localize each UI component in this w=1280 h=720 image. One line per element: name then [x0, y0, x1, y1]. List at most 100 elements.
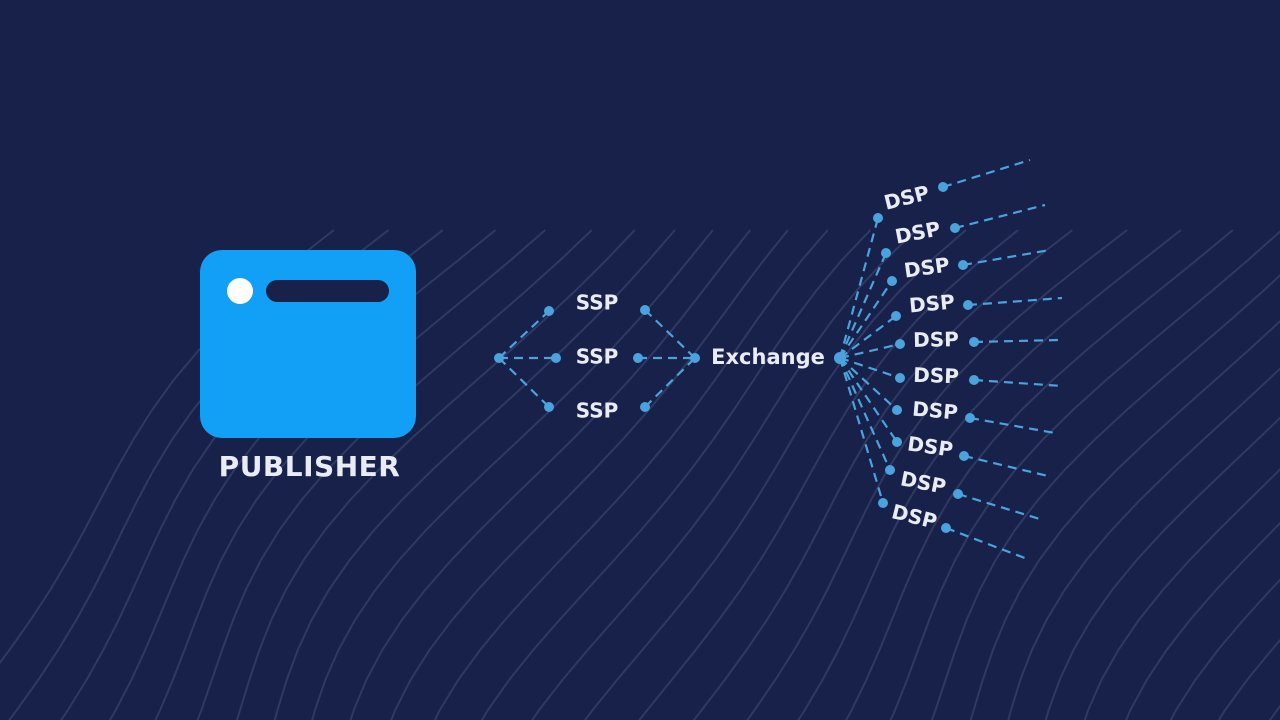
connector-line [838, 357, 885, 504]
background-wave-line [311, 229, 714, 720]
connector-line [838, 252, 888, 359]
connector-line [644, 357, 696, 408]
background-wave-line [692, 229, 1074, 720]
connector-dot [690, 353, 700, 363]
background-wave-line [196, 229, 593, 720]
background-wave-line [273, 229, 676, 720]
connector-line [954, 203, 1046, 230]
connector-dot [963, 300, 973, 310]
background-wave-line [1083, 468, 1280, 720]
window-address-bar-icon [266, 280, 389, 302]
dsp-label: DSP [911, 397, 959, 425]
connector-dot [950, 223, 960, 233]
background-wave-line [1217, 638, 1280, 720]
background-wave-line [531, 229, 918, 720]
background-wave-line [746, 229, 1128, 720]
publisher-browser-window-icon [200, 250, 416, 438]
connector-dot [895, 373, 905, 383]
connector-dot [834, 352, 846, 364]
connector-line [969, 416, 1056, 435]
connector-line [963, 454, 1049, 478]
connector-line [945, 526, 1031, 562]
connector-dot [959, 451, 969, 461]
background-wave-line [480, 229, 872, 720]
connector-line [957, 492, 1044, 522]
connector-line [498, 310, 550, 359]
background-wave-line [930, 274, 1280, 720]
background-wave-line [969, 319, 1280, 720]
connector-line [839, 357, 898, 443]
connector-line [838, 217, 880, 359]
connector-dot [887, 276, 897, 286]
connector-line [839, 357, 898, 411]
ssp-label: SSP [576, 291, 619, 315]
connector-dot [633, 353, 643, 363]
connector-dot [551, 353, 561, 363]
node-labels: SSPSSPSSPExchangeDSPDSPDSPDSPDSPDSPDSPDS… [576, 180, 960, 533]
ssp-label: SSP [576, 399, 619, 423]
dsp-label: DSP [903, 252, 952, 282]
background-wave-line [1044, 416, 1280, 720]
dsp-label: DSP [913, 363, 959, 389]
background-wave-line [1169, 578, 1280, 720]
connector-dot [494, 353, 504, 363]
connector-line [498, 357, 550, 408]
background-wave-line [433, 229, 829, 720]
connector-line [839, 356, 901, 380]
connector-dot [640, 305, 650, 315]
dsp-label: DSP [913, 327, 959, 352]
background-wave-line [845, 229, 1234, 720]
window-dot-icon [227, 278, 253, 304]
background-wave-line [583, 229, 967, 720]
exchange-label: Exchange [711, 345, 825, 369]
connector-dot [892, 405, 902, 415]
connector-dot [878, 498, 888, 508]
connector-line [967, 296, 1063, 307]
dsp-label: DSP [889, 499, 939, 533]
connector-dot [544, 306, 554, 316]
connector-line [942, 158, 1031, 189]
connector-line [839, 342, 901, 360]
dsp-label: DSP [893, 216, 942, 248]
connector-line [839, 315, 897, 359]
background-wave-line [797, 229, 1182, 720]
publisher-label: PUBLISHER [218, 450, 401, 483]
connector-line [838, 357, 892, 471]
connector-dot [958, 260, 968, 270]
connector-dot [640, 402, 650, 412]
dsp-label: DSP [899, 466, 948, 498]
connector-dot [881, 248, 891, 258]
background-wave-line [154, 229, 546, 720]
connector-line [644, 309, 696, 359]
background-wave-line [638, 229, 1019, 720]
connector-dot [544, 402, 554, 412]
connector-dot [969, 375, 979, 385]
connector-dot [969, 337, 979, 347]
connector-line [962, 248, 1051, 267]
background-wave-line [1007, 367, 1280, 720]
background-wave-line [1125, 521, 1280, 720]
connector-dot [895, 339, 905, 349]
connector-dot [941, 523, 951, 533]
connector-dot [891, 311, 901, 321]
dsp-label: DSP [906, 431, 955, 461]
background-wave-line [889, 230, 1280, 720]
connector-dot [873, 213, 883, 223]
dsp-label: DSP [882, 180, 932, 214]
connector-dot [938, 182, 948, 192]
background-wave-line [349, 229, 751, 720]
connector-dot [892, 437, 902, 447]
connector-lines [498, 158, 1063, 562]
connector-dot [953, 489, 963, 499]
background-wave-line [390, 229, 789, 720]
connector-line [839, 280, 893, 359]
dsp-label: DSP [908, 290, 956, 318]
connector-line [973, 378, 1063, 388]
connector-dot [885, 465, 895, 475]
connector-dots [494, 182, 979, 533]
connector-dot [965, 413, 975, 423]
connector-line [973, 338, 1059, 344]
